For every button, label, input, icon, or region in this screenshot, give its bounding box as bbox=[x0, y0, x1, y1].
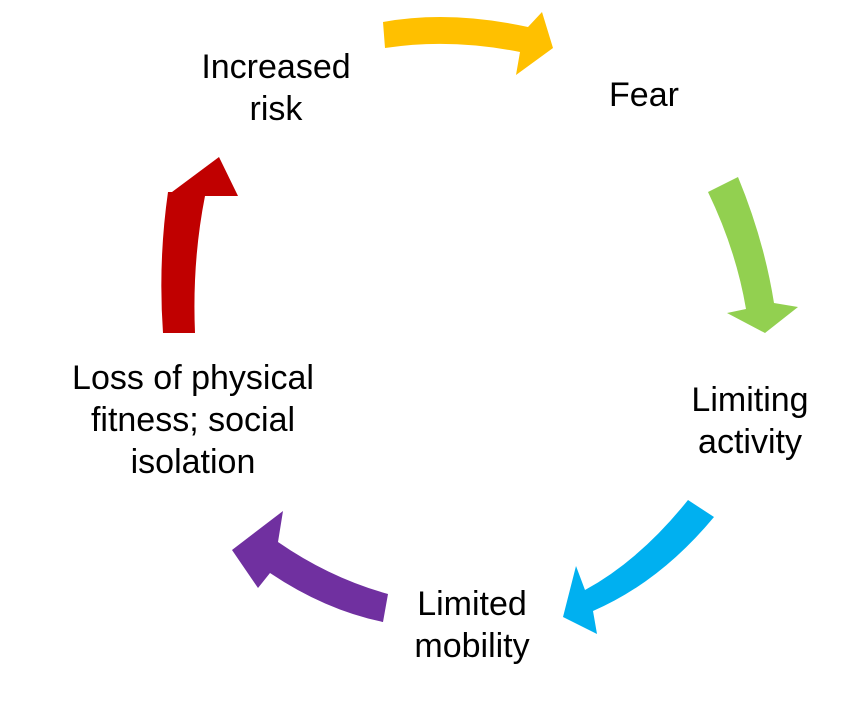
node-loss-of-fitness-line-1: Loss of physical bbox=[72, 359, 314, 397]
node-loss-of-fitness: Loss of physical fitness; social isolati… bbox=[48, 357, 338, 483]
arrow-loss-of-fitness-to-increased-risk bbox=[161, 157, 238, 333]
node-increased-risk-line-2: risk bbox=[249, 90, 303, 128]
node-limited-mobility-line-2: mobility bbox=[414, 627, 530, 665]
node-loss-of-fitness-line-2: fitness; social bbox=[90, 401, 296, 439]
arrow-limited-mobility-to-loss-of-fitness bbox=[232, 511, 388, 622]
node-limiting-activity-line-2: activity bbox=[698, 423, 802, 461]
arrow-risk-to-fear bbox=[383, 12, 553, 75]
node-limiting-activity: Limiting activity bbox=[665, 379, 835, 463]
node-fear: Fear bbox=[584, 74, 704, 116]
arrow-limiting-activity-to-limited-mobility bbox=[563, 500, 714, 634]
node-increased-risk-line-1: Increased bbox=[201, 48, 351, 86]
node-limited-mobility: Limited mobility bbox=[382, 583, 562, 667]
node-limiting-activity-line-1: Limiting bbox=[691, 381, 809, 419]
arrow-fear-to-limiting-activity bbox=[708, 177, 798, 333]
node-limited-mobility-line-1: Limited bbox=[417, 585, 527, 623]
node-loss-of-fitness-line-3: isolation bbox=[130, 443, 256, 481]
node-fear-line-1: Fear bbox=[609, 76, 679, 114]
node-increased-risk: Increased risk bbox=[176, 46, 376, 130]
